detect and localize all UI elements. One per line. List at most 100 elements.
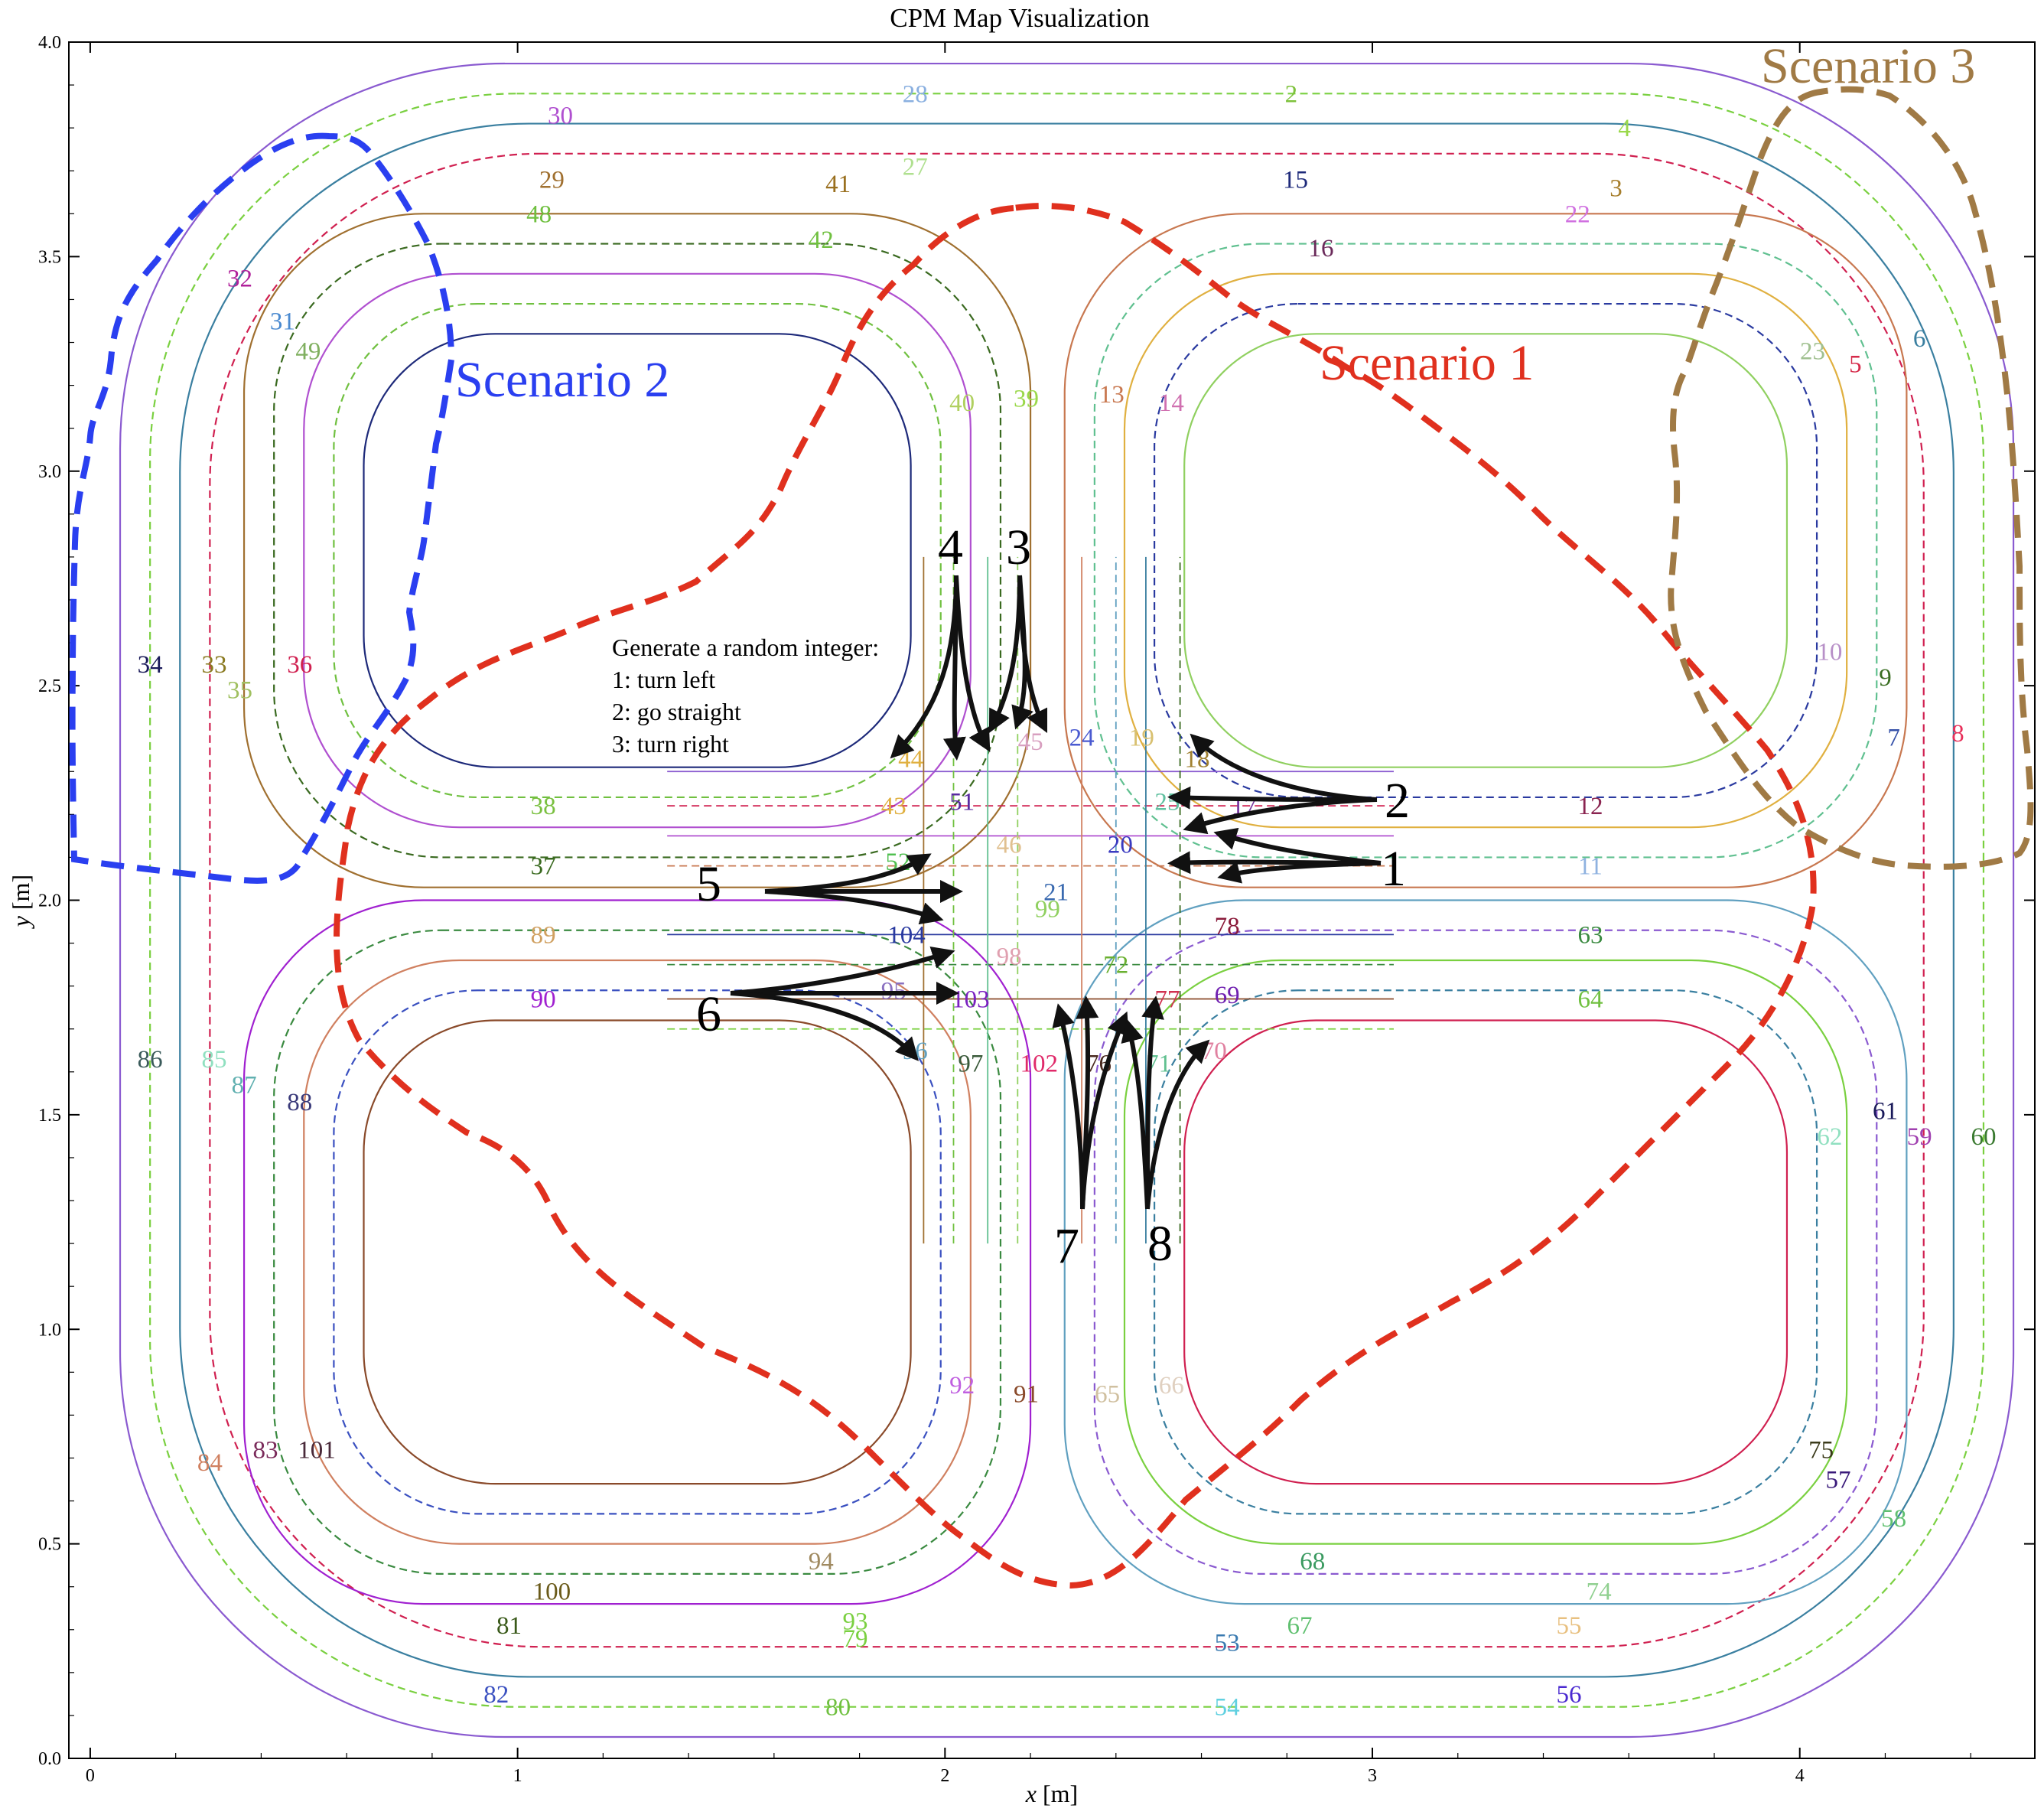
lane-label: 57 [1826, 1467, 1851, 1494]
lane-loop [333, 302, 942, 799]
x-axis-label: x [m] [1025, 1780, 1078, 1807]
lane-label: 20 [1108, 832, 1133, 859]
lane-label: 45 [1018, 728, 1043, 756]
lane-label: 39 [1014, 385, 1039, 412]
entry-arrow [1011, 575, 1033, 730]
tick-marks [69, 41, 2035, 1759]
entry-arrow [764, 853, 932, 894]
lane-loop [242, 899, 1032, 1605]
lane-label: 56 [1557, 1681, 1582, 1709]
lane-label: 68 [1300, 1548, 1325, 1575]
lane-label: 87 [232, 1072, 257, 1100]
lane-label: 19 [1129, 724, 1154, 751]
lane-loop [333, 989, 942, 1515]
lane-label: 66 [1159, 1372, 1184, 1400]
scenario-2-boundary [69, 132, 455, 884]
entry-label-4: 4 [938, 520, 963, 575]
lane-label: 48 [526, 200, 552, 228]
entry-label-5: 5 [696, 856, 721, 912]
lane-label: 102 [1020, 1051, 1058, 1078]
lane-label: 79 [843, 1625, 868, 1653]
y-tick-label: 1.0 [38, 1320, 61, 1340]
lane-label: 67 [1287, 1612, 1313, 1640]
lane-label: 81 [496, 1612, 522, 1640]
lane-label: 100 [533, 1578, 571, 1605]
lane-loop [1123, 272, 1848, 829]
lane-label: 103 [952, 986, 990, 1013]
lane-label: 43 [881, 793, 906, 820]
lane-label: 101 [298, 1436, 336, 1464]
lane-label: 49 [295, 338, 321, 366]
entry-arrows [730, 575, 1382, 1210]
entry-arrow [764, 889, 944, 925]
lane-label: 10 [1817, 638, 1842, 666]
instruction-line-2: 2: go straight [612, 698, 741, 725]
lane-label: 15 [1283, 166, 1308, 194]
lane-label: 8 [1951, 720, 1964, 748]
scenario-1-boundary [334, 203, 1817, 1589]
lane-label: 42 [809, 226, 834, 254]
y-tick-label: 3.5 [38, 247, 61, 267]
lane-label: 83 [253, 1436, 278, 1464]
lane-label: 41 [825, 171, 851, 198]
lane-label: 37 [531, 853, 556, 881]
lane-label: 63 [1577, 921, 1603, 949]
lane-label: 32 [227, 265, 252, 292]
lane-label: 98 [997, 943, 1022, 970]
x-tick-label: 4 [1795, 1766, 1805, 1786]
lane-label: 88 [287, 1089, 312, 1116]
lane-label: 9 [1879, 664, 1892, 692]
lane-label: 53 [1215, 1630, 1240, 1657]
lane-label: 78 [1215, 913, 1240, 940]
lane-loop [1183, 1019, 1788, 1485]
lane-loop [363, 333, 912, 768]
scenario-2-label: Scenario 2 [455, 352, 669, 408]
lane-label: 30 [548, 102, 573, 129]
x-tick-label: 0 [86, 1766, 95, 1786]
y-tick-label: 0.0 [38, 1749, 61, 1769]
lane-label: 13 [1099, 381, 1125, 409]
entry-label-6: 6 [696, 986, 721, 1042]
lane-loop [209, 152, 1925, 1648]
lane-label: 27 [903, 154, 928, 181]
lane-label: 104 [887, 921, 926, 949]
entry-arrow [1190, 733, 1378, 802]
lane-label: 2 [1285, 80, 1298, 108]
lane-loop [1123, 959, 1848, 1545]
instruction-line-title: Generate a random integer: [612, 634, 879, 661]
lane-loop [1153, 302, 1818, 799]
lane-loop [1063, 213, 1908, 888]
lane-label: 31 [270, 308, 295, 335]
instruction-line-1: 1: turn left [612, 666, 715, 693]
lane-label: 23 [1800, 338, 1825, 366]
lane-label: 86 [138, 1046, 163, 1074]
instruction-line-3: 3: turn right [612, 730, 729, 758]
entry-numbers: 1 2 3 4 5 6 7 8 [696, 520, 1410, 1274]
scenario-3-label: Scenario 3 [1761, 38, 1975, 94]
lane-label: 46 [997, 832, 1022, 859]
scenario-3-boundary [1668, 86, 2034, 870]
x-tick-label: 2 [940, 1766, 949, 1786]
lane-label: 33 [201, 651, 226, 679]
lane-label: 12 [1577, 793, 1603, 820]
lane-label: 34 [138, 651, 163, 679]
lane-label: 51 [949, 789, 975, 816]
x-tick-label: 3 [1368, 1766, 1377, 1786]
lane-label: 99 [1035, 896, 1060, 924]
entry-arrow [1052, 1003, 1085, 1210]
lane-label: 28 [903, 80, 928, 108]
lane-label: 25 [1154, 789, 1180, 816]
scenario-1-label: Scenario 1 [1320, 335, 1534, 391]
lane-label: 58 [1881, 1505, 1906, 1533]
lane-label: 75 [1808, 1436, 1834, 1464]
entry-arrow [1217, 861, 1382, 884]
lane-label: 80 [825, 1694, 851, 1722]
lane-label: 6 [1913, 325, 1926, 353]
entry-arrow [1121, 1018, 1150, 1210]
lane-loop [242, 213, 1032, 888]
lane-label: 92 [949, 1372, 975, 1400]
lane-loop [1093, 243, 1878, 859]
entry-label-7: 7 [1054, 1218, 1079, 1274]
lane-label: 16 [1308, 235, 1333, 262]
